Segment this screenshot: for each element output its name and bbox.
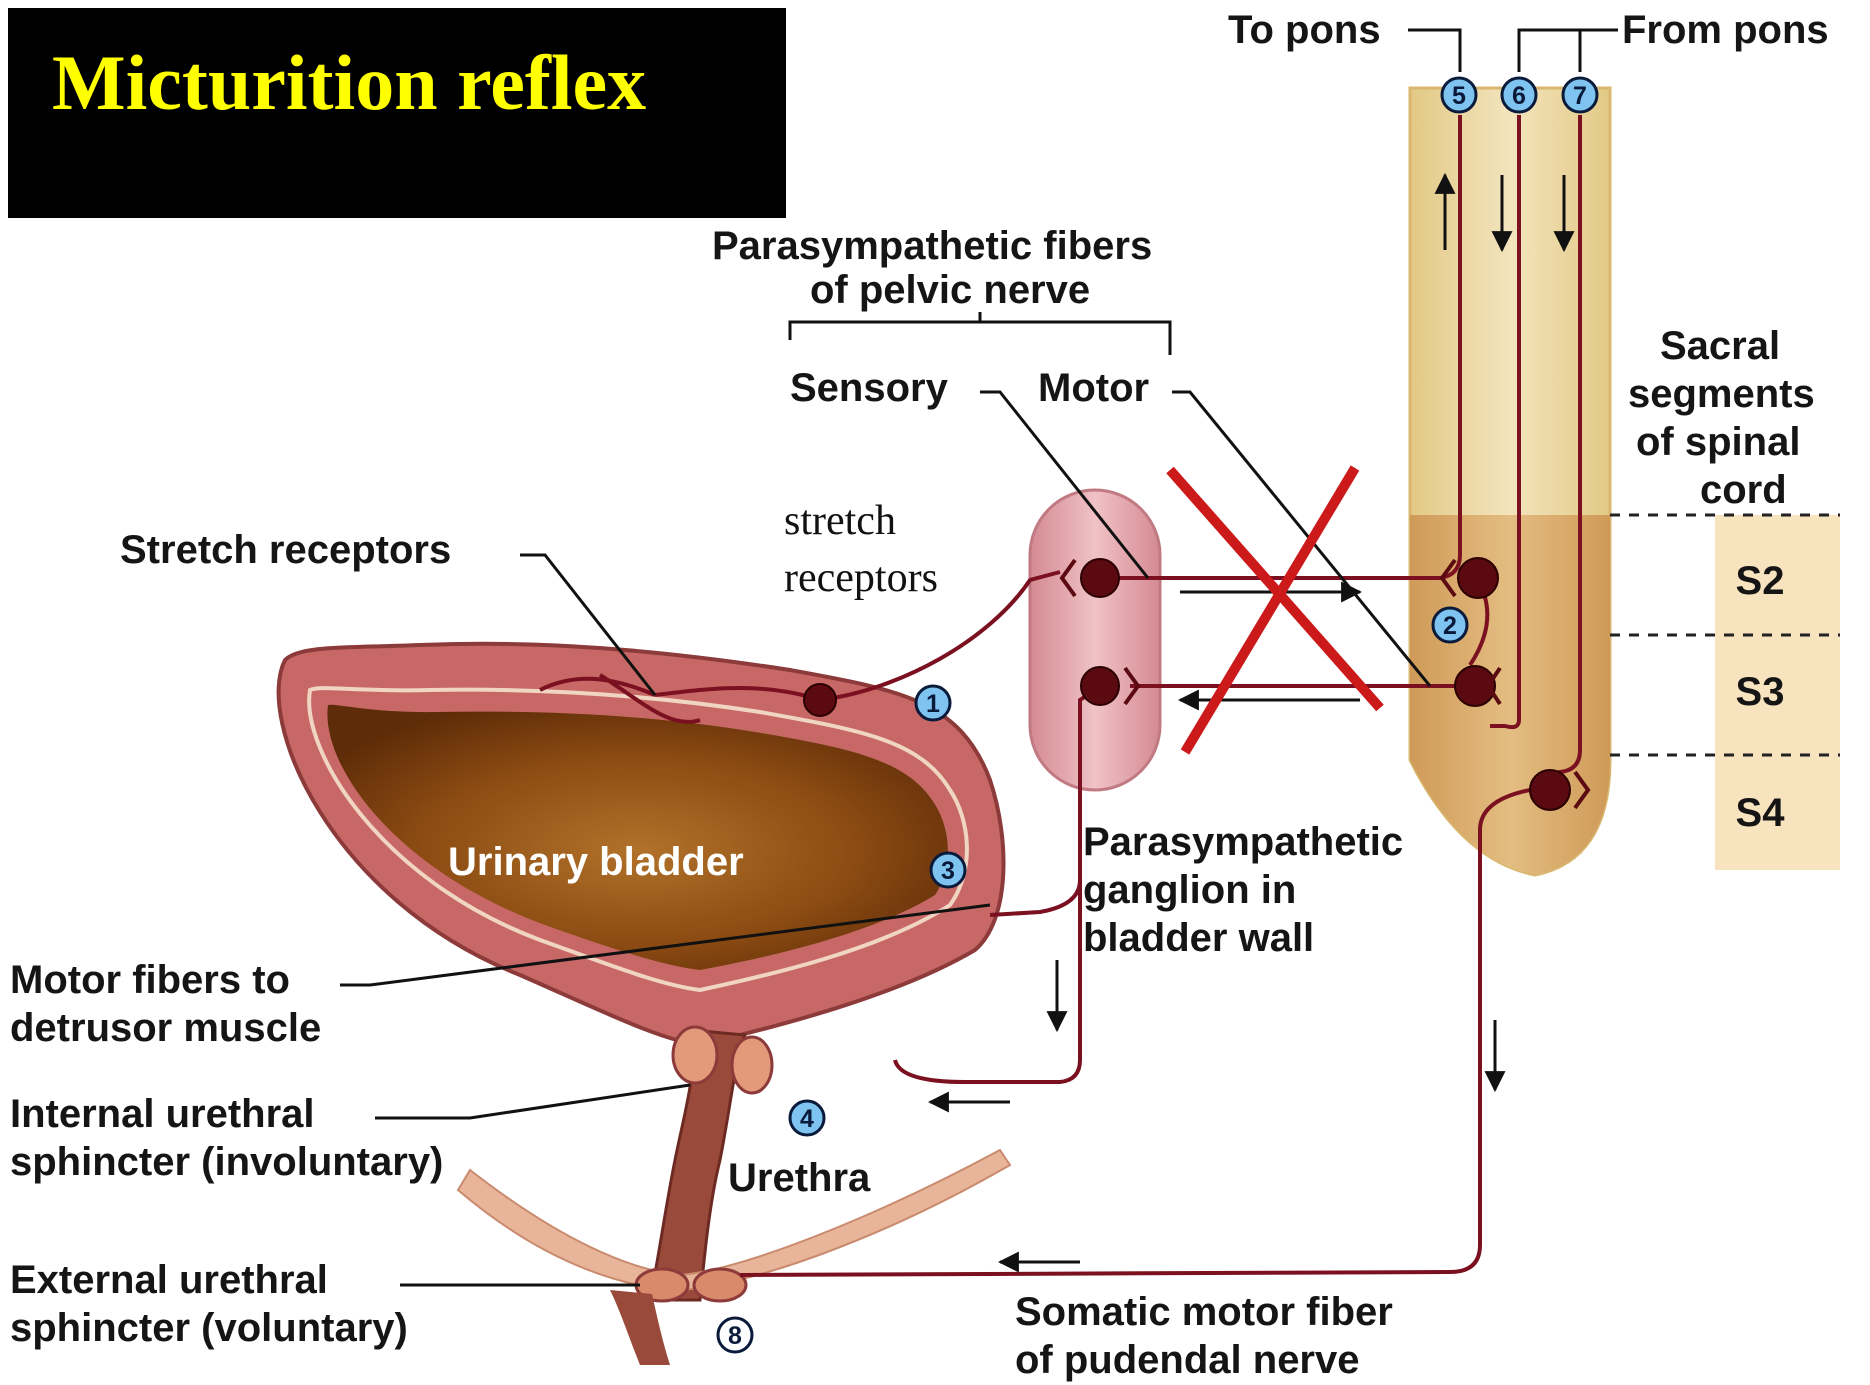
stretch-receptors-annotation-line2: receptors [784,550,938,607]
from-pons-label: From pons [1622,6,1829,54]
para-fibers-label-line1: Parasympathetic fibers [712,222,1152,270]
parasympathetic-ganglion [1030,490,1160,790]
cut-x-mark [1170,468,1380,752]
ganglion-label-line1: Parasympathetic [1083,818,1403,866]
segment-label-s3: S3 [1736,670,1785,714]
sacral-label-line4: cord [1700,466,1787,514]
svg-text:3: 3 [941,857,955,885]
marker-8: 8 [718,1318,752,1352]
segment-label-s2: S2 [1736,559,1785,603]
svg-text:1: 1 [926,690,940,718]
marker-1: 1 [916,686,950,720]
external-sphincter-right [694,1269,746,1301]
external-sphincter-label-line1: External urethral [10,1256,328,1304]
urinary-bladder-label: Urinary bladder [448,838,744,886]
cord-neuron-s4 [1530,770,1570,810]
internal-sphincter-label-line2: sphincter (involuntary) [10,1138,443,1186]
external-sphincter-label-line2: sphincter (voluntary) [10,1304,408,1352]
svg-text:6: 6 [1512,82,1526,110]
somatic-fiber-label-line2: of pudendal nerve [1015,1336,1360,1384]
marker-2: 2 [1433,608,1467,642]
from-pons-bracket [1519,30,1618,72]
motor-label: Motor [1038,364,1149,412]
sacral-label-line2: segments [1628,370,1815,418]
svg-text:7: 7 [1573,82,1587,110]
somatic-fiber-label-line1: Somatic motor fiber [1015,1288,1393,1336]
ganglion-label-line3: bladder wall [1083,914,1314,962]
svg-text:8: 8 [728,1322,742,1350]
marker-7: 7 [1563,78,1597,112]
to-pons-label: To pons [1228,6,1381,54]
sensory-label: Sensory [790,364,948,412]
internal-sphincter-leader [375,1085,690,1118]
ganglion-neuron-lower [1081,667,1119,705]
page-title: Micturition reflex [52,38,646,128]
sacral-label-line3: of spinal [1636,418,1800,466]
cord-neuron-s2 [1458,558,1498,598]
pelvic-nerve-bracket [790,312,1170,355]
to-pons-bracket [1408,30,1460,72]
marker-5: 5 [1442,78,1476,112]
ganglion-label-line2: ganglion in [1083,866,1296,914]
pons-brackets [1408,30,1618,72]
motor-leader [1172,392,1430,686]
urinary-bladder [279,644,1010,1365]
sacral-label-line1: Sacral [1660,322,1780,370]
para-fibers-label-line2: of pelvic nerve [810,266,1090,314]
internal-sphincter-left [673,1027,717,1083]
urethra-label: Urethra [728,1154,870,1202]
segment-label-s4: S4 [1736,791,1786,835]
ganglion-neuron-upper [1081,559,1119,597]
marker-4: 4 [790,1101,824,1135]
stretch-receptors-label: Stretch receptors [120,526,451,574]
stretch-receptors-annotation-line1: stretch [784,493,896,550]
motor-fibers-label-line2: detrusor muscle [10,1004,321,1052]
svg-text:2: 2 [1443,612,1457,640]
sensory-neuron-body [804,684,836,716]
internal-sphincter-label-line1: Internal urethral [10,1090,315,1138]
marker-6: 6 [1502,78,1536,112]
svg-text:4: 4 [800,1105,814,1133]
internal-sphincter-right [732,1037,772,1093]
x-stroke [1170,470,1380,708]
svg-text:5: 5 [1452,82,1466,110]
motor-fibers-label-line1: Motor fibers to [10,956,290,1004]
marker-3: 3 [931,853,965,887]
